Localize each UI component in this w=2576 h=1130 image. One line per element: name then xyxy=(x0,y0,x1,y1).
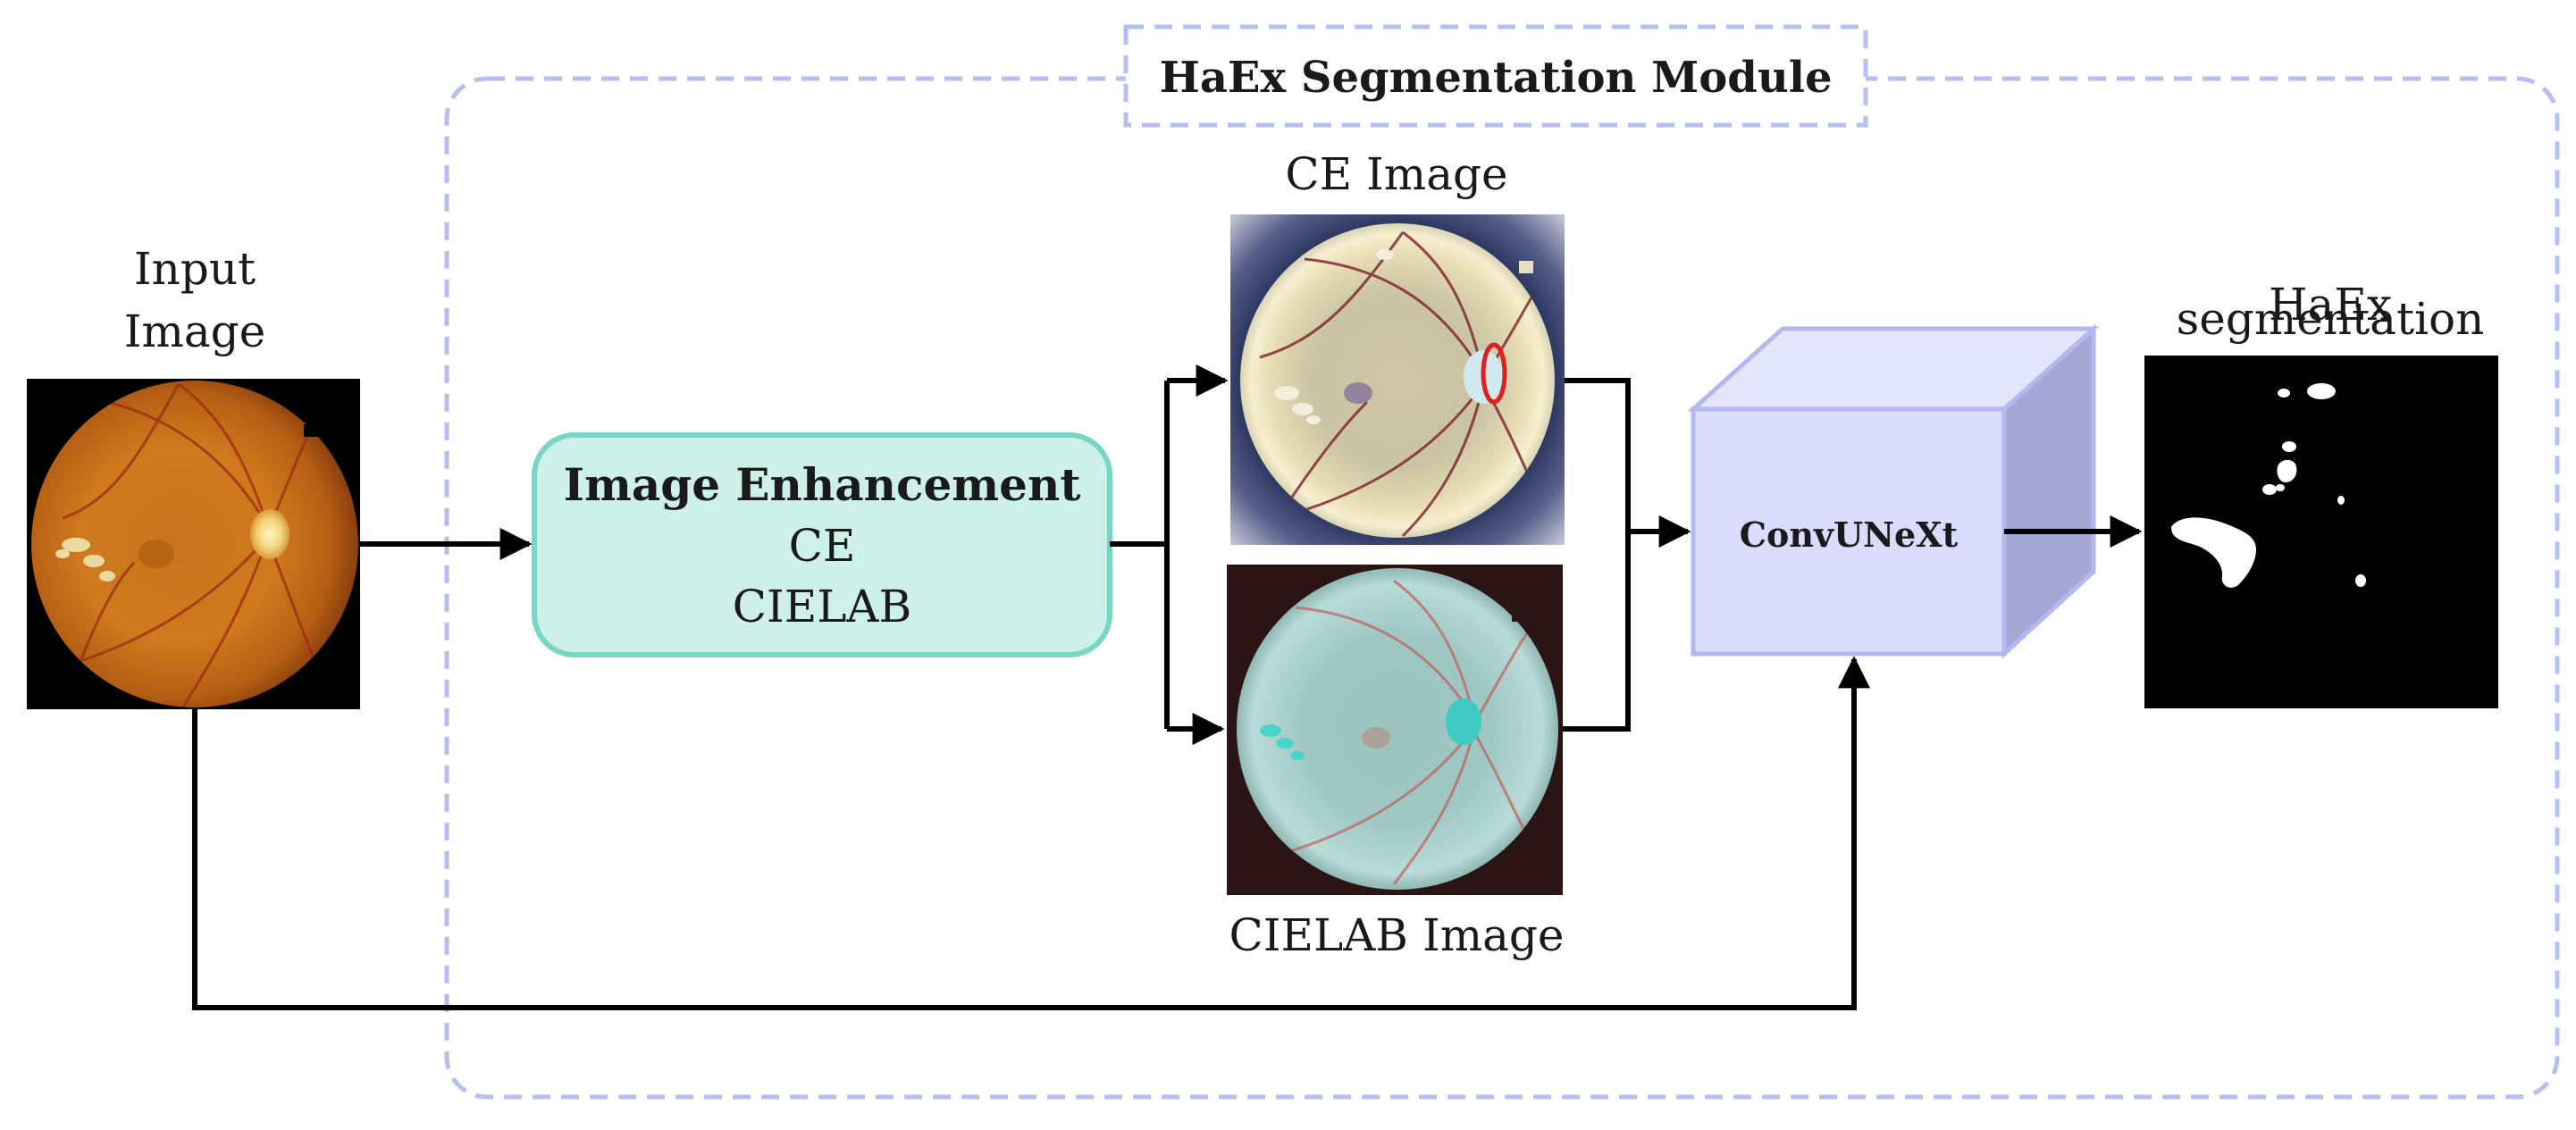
input-exudates xyxy=(55,538,115,582)
segmentation-output-image xyxy=(2144,356,2498,708)
output-label-line2: segmentation xyxy=(2177,293,2485,345)
arrow-skip-input-to-convunext xyxy=(192,656,1870,1010)
ce-image xyxy=(1230,214,1565,545)
connectors xyxy=(192,364,2143,1010)
enhancement-title: Image Enhancement xyxy=(564,458,1081,511)
output-label-line1: HaEx xyxy=(2269,279,2392,331)
enhancement-line2: CIELAB xyxy=(733,581,912,632)
cielab-image-label: CIELAB Image xyxy=(1229,909,1564,961)
enhancement-line1: CE xyxy=(789,520,856,572)
ce-exudates xyxy=(1274,249,1394,424)
module-title-box xyxy=(1123,24,1868,128)
merge-lines xyxy=(1563,378,1631,732)
cielab-exudates xyxy=(1260,724,1305,760)
ce-image-label: CE Image xyxy=(1285,148,1507,200)
input-label-line2: Image xyxy=(124,306,266,357)
convunext-label: ConvUNeXt xyxy=(1740,515,1959,555)
input-fundus-image xyxy=(27,379,360,709)
module-title: HaEx Segmentation Module xyxy=(1159,53,1832,103)
input-label-line1: Input xyxy=(134,243,256,295)
cielab-image xyxy=(1227,565,1563,895)
convunext-block: ConvUNeXt xyxy=(1687,323,2100,659)
segmentation-regions xyxy=(2171,383,2366,588)
